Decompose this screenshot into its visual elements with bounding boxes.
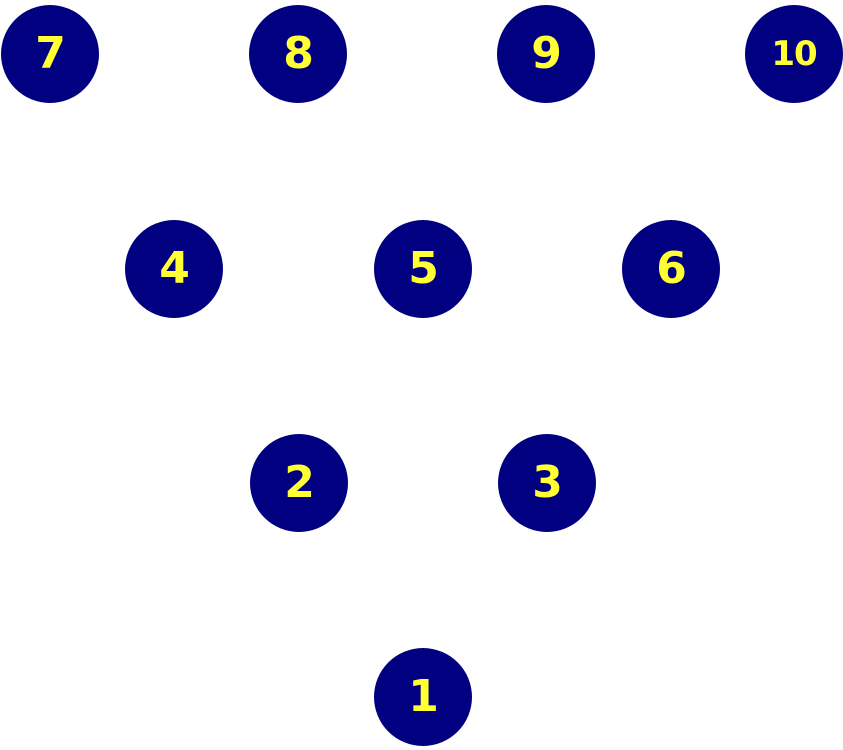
pin-number: 6 [656, 243, 687, 294]
pin-9: 9 [497, 5, 595, 103]
pin-5: 5 [374, 220, 472, 318]
pin-10: 10 [745, 5, 843, 103]
pin-number: 8 [283, 28, 314, 79]
pin-number: 1 [408, 671, 439, 722]
pin-number: 10 [771, 34, 817, 74]
pin-number: 3 [532, 457, 563, 508]
pin-number: 7 [35, 28, 66, 79]
pin-1: 1 [374, 648, 472, 746]
pin-number: 4 [159, 243, 190, 294]
pin-number: 5 [408, 243, 439, 294]
pin-8: 8 [249, 5, 347, 103]
pin-3: 3 [498, 434, 596, 532]
pin-7: 7 [1, 5, 99, 103]
pin-number: 2 [284, 457, 315, 508]
pin-number: 9 [531, 28, 562, 79]
pin-6: 6 [622, 220, 720, 318]
pin-4: 4 [125, 220, 223, 318]
pin-2: 2 [250, 434, 348, 532]
